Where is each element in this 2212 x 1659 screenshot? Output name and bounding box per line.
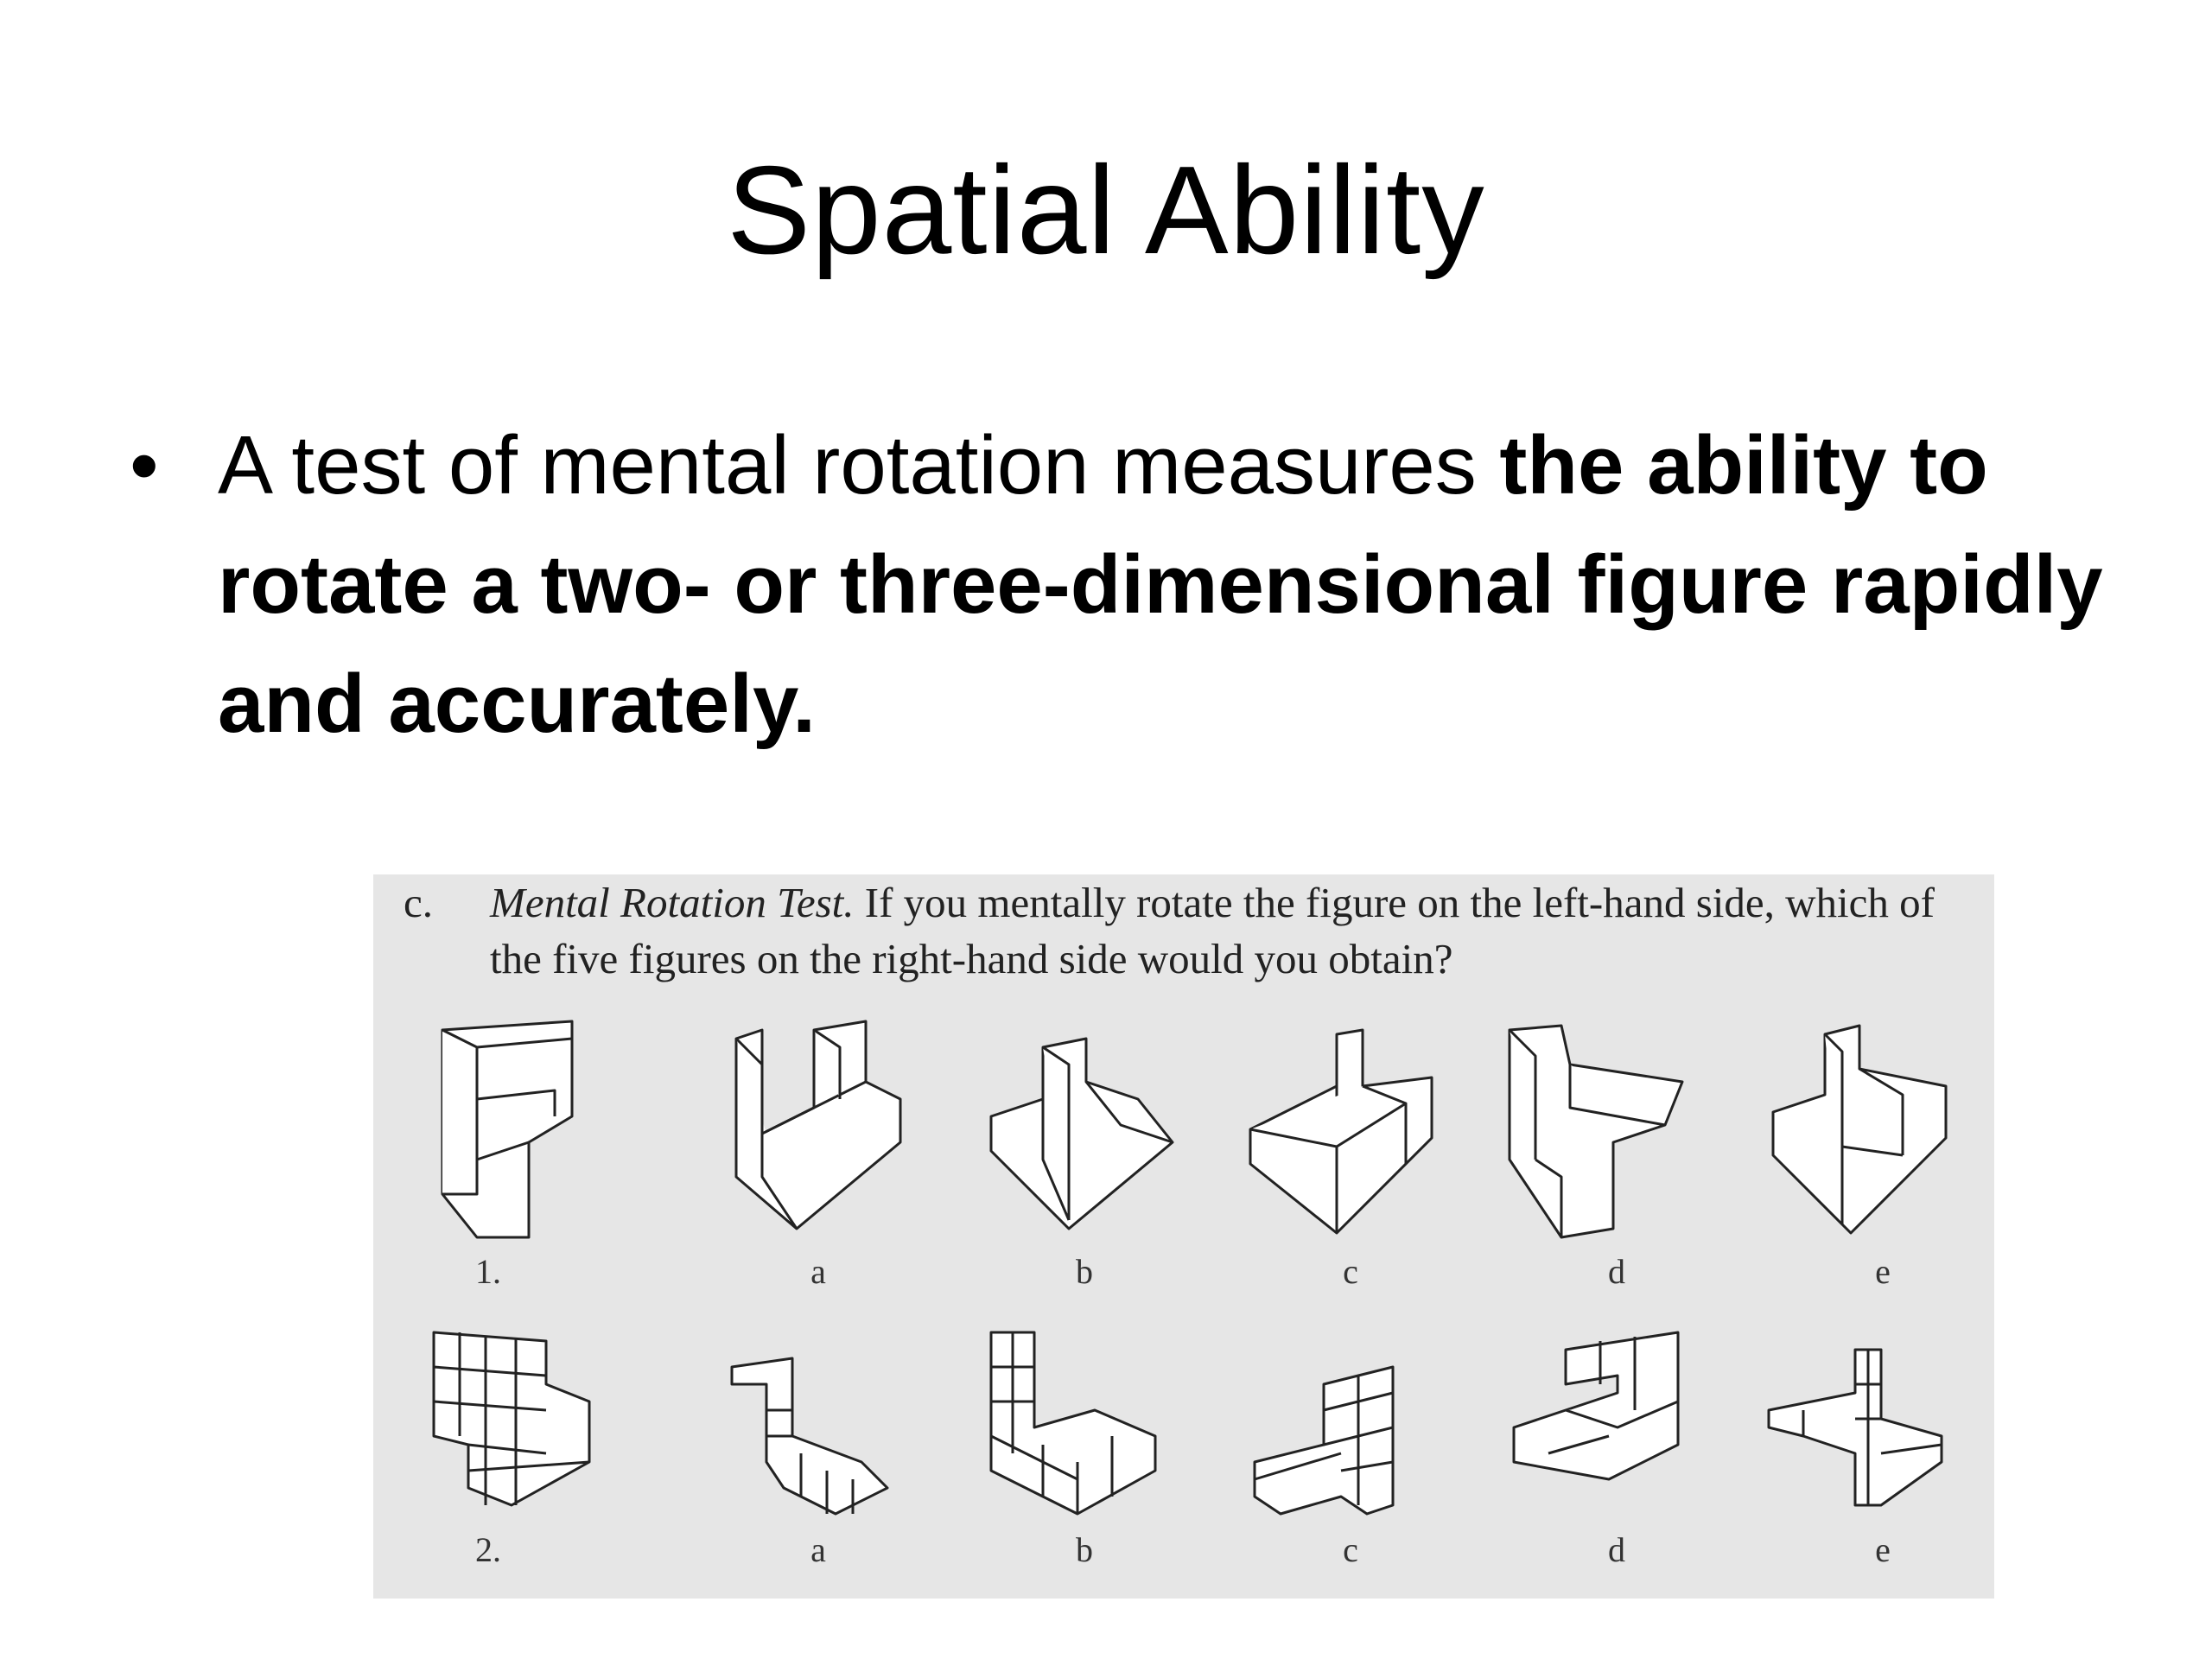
row1-target-shape	[441, 1020, 574, 1239]
row2-option-d-shape	[1512, 1331, 1680, 1481]
row2-option-e-label: e	[1875, 1530, 1891, 1569]
bullet-text-plain: A test of mental rotation measures	[218, 419, 1500, 512]
row1-option-a-shape	[734, 1020, 902, 1230]
caption-title: Mental Rotation Test.	[490, 879, 855, 926]
caption-body: Mental Rotation Test. If you mentally ro…	[490, 874, 1959, 987]
row1-option-d-shape	[1508, 1024, 1684, 1239]
row2-option-a-shape	[730, 1357, 889, 1516]
caption-lead: c.	[404, 879, 433, 926]
bullet-text-bold: the ability to rotate a two- or three-di…	[218, 419, 2103, 750]
row1-option-b-shape	[989, 1037, 1174, 1230]
row1-option-c-label: c	[1343, 1252, 1358, 1291]
row2-option-a-label: a	[810, 1530, 826, 1569]
row1-option-a-label: a	[810, 1252, 826, 1291]
row1-option-d-label: d	[1608, 1252, 1625, 1291]
row1-option-b-label: b	[1076, 1252, 1093, 1291]
row2-option-c-label: c	[1343, 1530, 1358, 1569]
rotation-figures	[432, 1020, 1948, 1516]
row1-option-c-shape	[1249, 1028, 1433, 1235]
bullet-text: A test of mental rotation measures the a…	[218, 406, 2119, 764]
row2-number: 2.	[475, 1530, 501, 1569]
row2-option-d-label: d	[1608, 1530, 1625, 1569]
bullet-marker: •	[130, 419, 159, 512]
row2-target-shape	[432, 1331, 591, 1507]
row2-option-b-label: b	[1076, 1530, 1093, 1569]
mental-rotation-figure: c. Mental Rotation Test. If you mentally…	[373, 874, 1994, 1599]
row1-option-e-label: e	[1875, 1252, 1891, 1291]
row2-option-c-shape	[1253, 1365, 1395, 1516]
row1-option-e-shape	[1771, 1024, 1948, 1235]
row2-option-b-shape	[989, 1331, 1157, 1516]
caption-text: If you mentally rotate the figure on the…	[490, 879, 1935, 982]
slide-title: Spatial Ability	[727, 140, 1485, 280]
row2-option-e-shape	[1767, 1348, 1943, 1507]
row1-number: 1.	[475, 1252, 501, 1291]
